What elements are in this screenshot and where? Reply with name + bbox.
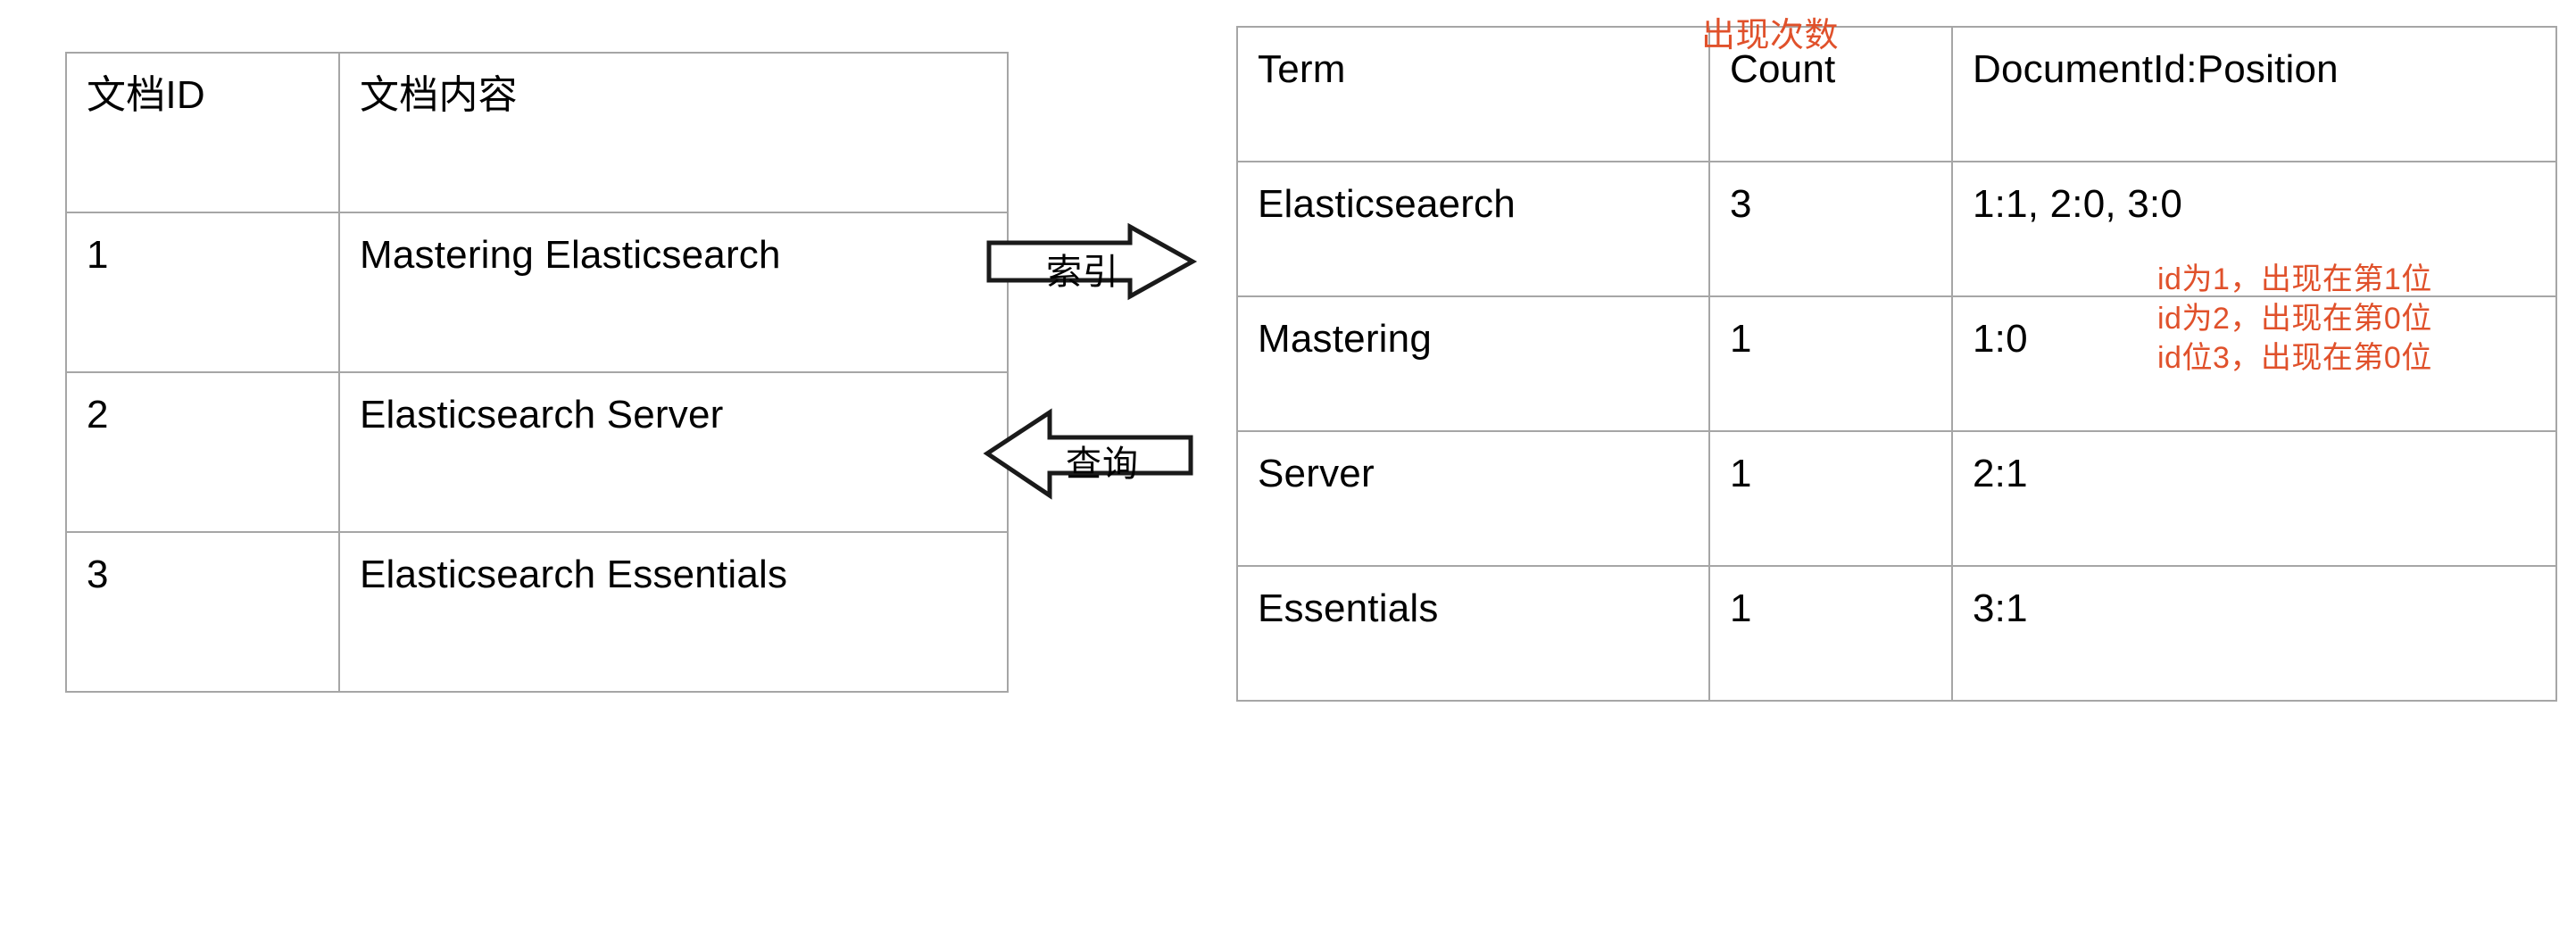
documents-header-id: 文档ID	[65, 52, 340, 213]
index-position-cell: 2:1	[1951, 430, 2557, 567]
index-header-position: DocumentId:Position	[1951, 26, 2557, 162]
table-row: Essentials 1 3:1	[1236, 565, 2557, 702]
document-content-cell: Elasticsearch Server	[338, 371, 1009, 533]
index-arrow-shape	[986, 222, 1198, 301]
index-count-cell: 1	[1708, 565, 1953, 702]
table-row: Server 1 2:1	[1236, 430, 2557, 567]
query-arrow-label: 查询	[1066, 445, 1139, 484]
index-position-cell: 1:0	[1951, 295, 2557, 432]
document-id-cell: 2	[65, 371, 340, 533]
index-term-cell: Elasticseaerch	[1236, 161, 1710, 297]
count-annotation: 出现次数	[1701, 17, 1840, 54]
document-id-cell: 3	[65, 531, 340, 693]
index-header-term: Term	[1236, 26, 1710, 162]
documents-header-content: 文档内容	[338, 52, 1009, 213]
index-position-cell: 1:1, 2:0, 3:0	[1951, 161, 2557, 297]
index-count-cell: 3	[1708, 161, 1953, 297]
index-count-cell: 1	[1708, 295, 1953, 432]
document-content-cell: Elasticsearch Essentials	[338, 531, 1009, 693]
table-row: 1 Mastering Elasticsearch	[65, 212, 1009, 373]
query-arrow-shape	[983, 408, 1193, 500]
index-arrow	[986, 222, 1198, 301]
query-arrow	[983, 408, 1193, 500]
table-header-row: 文档ID 文档内容	[65, 52, 1009, 213]
index-arrow-label: 索引	[1046, 253, 1119, 292]
documents-table: 文档ID 文档内容 1 Mastering Elasticsearch 2 El…	[65, 52, 1009, 693]
index-term-cell: Mastering	[1236, 295, 1710, 432]
position-annotation-line: id为1，出现在第1位	[2157, 262, 2432, 296]
table-row: 3 Elasticsearch Essentials	[65, 531, 1009, 693]
position-annotation-block: id为1，出现在第1位 id为2，出现在第0位 id位3，出现在第0位	[2157, 260, 2432, 378]
index-position-cell: 3:1	[1951, 565, 2557, 702]
table-header-row: Term Count DocumentId:Position	[1236, 26, 2557, 162]
table-row: 2 Elasticsearch Server	[65, 371, 1009, 533]
position-annotation-line: id位3，出现在第0位	[2157, 341, 2432, 375]
index-header-count: Count	[1708, 26, 1953, 162]
index-term-cell: Server	[1236, 430, 1710, 567]
table-row: Elasticseaerch 3 1:1, 2:0, 3:0	[1236, 161, 2557, 297]
document-content-cell: Mastering Elasticsearch	[338, 212, 1009, 373]
index-count-cell: 1	[1708, 430, 1953, 567]
index-term-cell: Essentials	[1236, 565, 1710, 702]
position-annotation-line: id为2，出现在第0位	[2157, 302, 2432, 336]
document-id-cell: 1	[65, 212, 340, 373]
table-row: Mastering 1 1:0	[1236, 295, 2557, 432]
inverted-index-table: Term Count DocumentId:Position Elasticse…	[1236, 26, 2557, 702]
